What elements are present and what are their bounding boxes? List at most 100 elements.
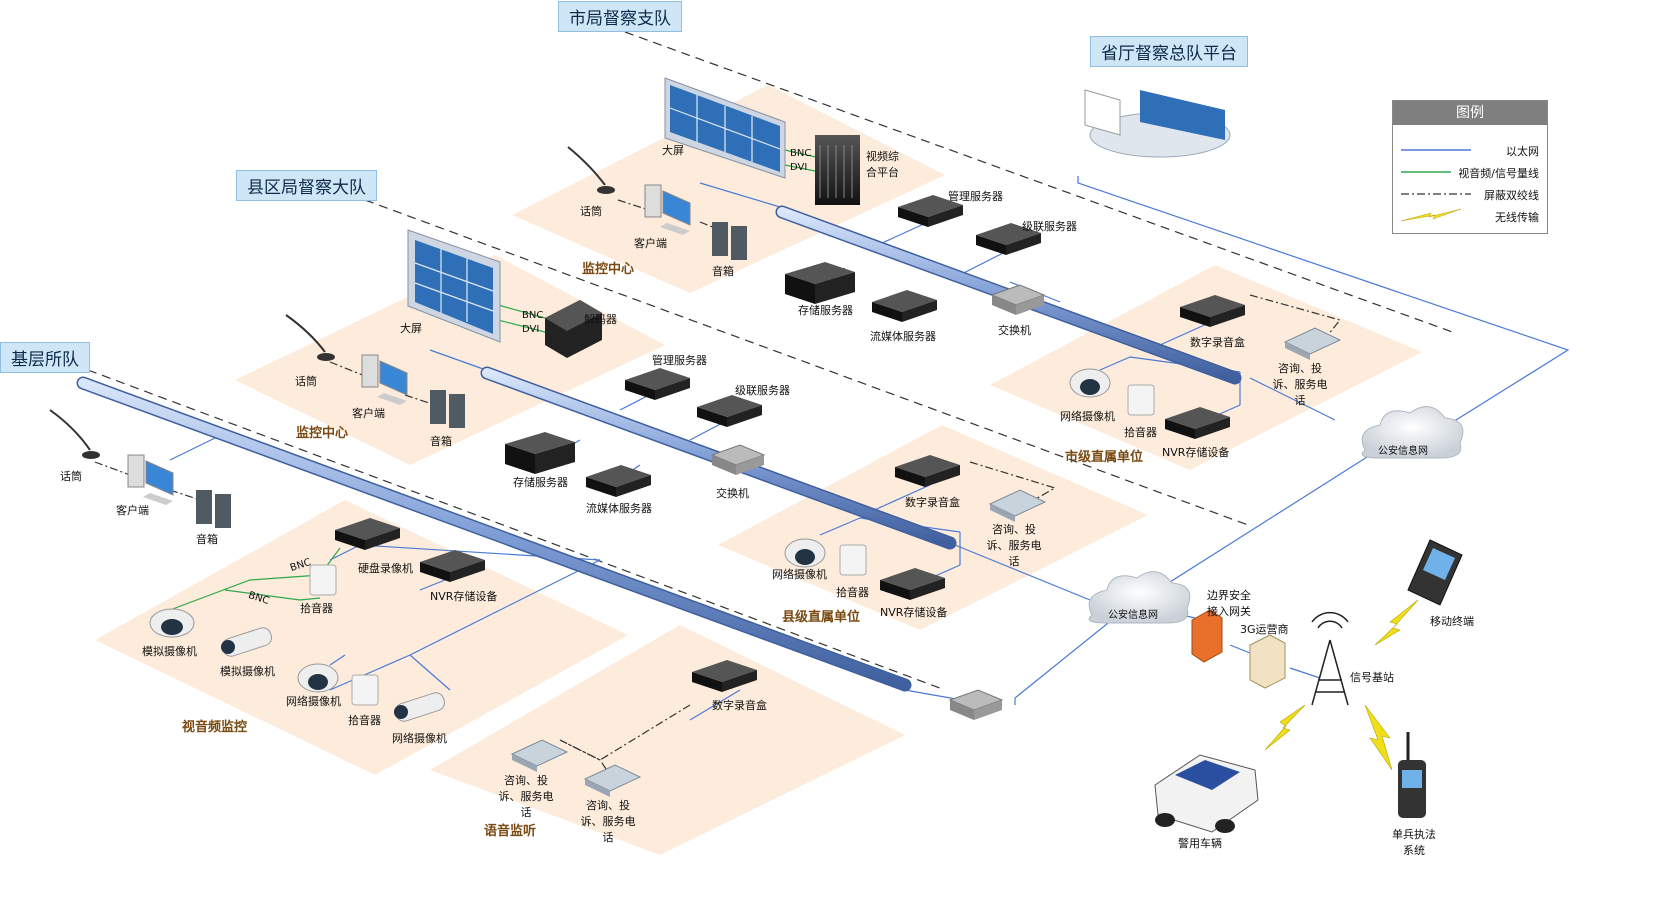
legend-item-signal: 视音频/信号量线	[1393, 163, 1547, 181]
label-gateway: 边界安全接入网关	[1207, 589, 1251, 618]
cloud-icons	[1088, 406, 1464, 624]
label-county-dvi: DVI	[522, 324, 540, 335]
label-county-media: 流媒体服务器	[586, 502, 652, 515]
label-city-mic: 话筒	[580, 205, 602, 218]
label-cityunit-recorder: 数字录音盒	[1190, 336, 1245, 349]
label-city-speaker: 音箱	[712, 265, 734, 278]
label-countyunit-phone: 咨询、投诉、服务电话	[986, 523, 1042, 568]
label-city-storage: 存储服务器	[798, 304, 853, 317]
zone-county-center: 监控中心	[296, 426, 349, 441]
county-unit-floor	[718, 425, 1148, 630]
handheld-icon	[1398, 732, 1426, 818]
label-countyunit-camera: 网络摄像机	[772, 568, 827, 581]
tier-title-base: 基层所队	[0, 342, 90, 373]
label-base-pickup1: 拾音器	[300, 602, 333, 615]
zone-county-unit: 县级直属单位	[782, 610, 861, 625]
signal-swatch	[1401, 171, 1451, 173]
legend-label: 以太网	[1506, 145, 1539, 158]
tier-title-county: 县区局督察大队	[236, 170, 377, 201]
label-base-analog-dome: 模拟摄像机	[142, 645, 197, 658]
label-county-screen: 大屏	[400, 322, 422, 335]
legend-label: 视音频/信号量线	[1458, 167, 1539, 180]
label-base-nvr: NVR存储设备	[430, 590, 498, 603]
label-county-mic: 话筒	[295, 375, 317, 388]
wireless-swatch	[1401, 208, 1462, 222]
video-platform-icon	[815, 135, 860, 205]
label-mobile: 移动终端	[1430, 615, 1474, 628]
label-tower: 信号基站	[1350, 671, 1394, 684]
label-handheld: 单兵执法系统	[1392, 828, 1436, 857]
tier-separators	[87, 31, 1456, 691]
base-voice-floor	[430, 625, 905, 855]
label-base-phone2: 咨询、投诉、服务电话	[580, 799, 636, 844]
label-base-client: 客户端	[116, 504, 149, 517]
label-city-cascade: 级联服务器	[1022, 220, 1077, 233]
label-county-mgmt: 管理服务器	[652, 354, 707, 367]
tier-title-city: 市局督察支队	[558, 1, 682, 32]
legend-title: 图例	[1393, 101, 1547, 125]
microphone-icons	[49, 146, 615, 459]
city-video-wall	[664, 77, 786, 179]
tier-title-province: 省厅督察总队平台	[1090, 36, 1248, 67]
speaker-icons	[196, 222, 747, 528]
tower-icon	[1311, 611, 1349, 706]
label-cityunit-pickup: 拾音器	[1124, 426, 1157, 439]
legend-label: 无线传输	[1495, 211, 1539, 224]
label-county-client: 客户端	[352, 407, 385, 420]
zone-base-voice: 语音监听	[484, 824, 537, 839]
pickup-icons	[309, 384, 1155, 706]
ethernet-swatch	[1401, 149, 1471, 151]
label-city-media: 流媒体服务器	[870, 330, 936, 343]
label-city-bnc: BNC	[790, 148, 812, 159]
legend-item-twisted: 屏蔽双绞线	[1393, 185, 1547, 203]
label-countyunit-recorder: 数字录音盒	[905, 496, 960, 509]
legend-label: 屏蔽双绞线	[1484, 189, 1539, 202]
label-county-cascade: 级联服务器	[735, 384, 790, 397]
label-base-dvr: 硬盘录像机	[358, 562, 413, 575]
label-cityunit-nvr: NVR存储设备	[1162, 446, 1230, 459]
label-county-storage: 存储服务器	[513, 476, 568, 489]
label-base-speaker: 音箱	[196, 533, 218, 546]
label-city-mgmt: 管理服务器	[948, 190, 1003, 203]
label-cityunit-phone: 咨询、投诉、服务电话	[1272, 362, 1328, 407]
gateway-icon	[1191, 609, 1223, 663]
zone-city-center: 监控中心	[582, 262, 635, 277]
label-base-pickup2: 拾音器	[348, 714, 381, 727]
server-icons	[335, 195, 1245, 692]
base-av-floor	[95, 500, 628, 775]
label-base-recorder: 数字录音盒	[712, 699, 767, 712]
label-city-screen: 大屏	[662, 144, 684, 157]
phone-icons	[510, 327, 1342, 797]
label-county-bnc: BNC	[522, 310, 544, 321]
label-base-mic: 话筒	[60, 470, 82, 483]
label-base-phone1: 咨询、投诉、服务电话	[498, 774, 554, 819]
label-county-speaker: 音箱	[430, 435, 452, 448]
wireless-links	[1264, 599, 1419, 771]
zone-city-unit: 市级直属单位	[1065, 450, 1144, 465]
switch-icons	[710, 284, 1046, 720]
county-video-wall	[407, 229, 501, 343]
label-city-platform: 视频综合平台	[866, 150, 899, 179]
label-car: 警用车辆	[1178, 837, 1222, 850]
twisted-swatch	[1401, 193, 1471, 195]
province-platform-icon	[1084, 89, 1231, 158]
legend: 图例 以太网 视音频/信号量线 屏蔽双绞线 无线传输	[1392, 100, 1548, 234]
label-base-analog-bullet: 模拟摄像机	[220, 665, 275, 678]
label-cloud-1: 公安信息网	[1378, 446, 1428, 457]
label-city-dvi: DVI	[790, 162, 808, 173]
label-city-client: 客户端	[634, 237, 667, 250]
legend-item-ethernet: 以太网	[1393, 141, 1547, 159]
signal-lines	[169, 149, 821, 611]
camera-icons	[149, 368, 1111, 722]
client-pc-icons	[127, 184, 691, 505]
label-base-ip-dome: 网络摄像机	[286, 695, 341, 708]
mobile-terminal-icon	[1407, 539, 1463, 606]
label-cityunit-camera: 网络摄像机	[1060, 410, 1115, 423]
zone-base-av: 视音频监控	[182, 720, 248, 735]
decoder-icon	[545, 300, 602, 358]
label-city-switch: 交换机	[998, 324, 1031, 337]
label-county-switch: 交换机	[716, 487, 749, 500]
label-cloud-2: 公安信息网	[1108, 610, 1158, 621]
